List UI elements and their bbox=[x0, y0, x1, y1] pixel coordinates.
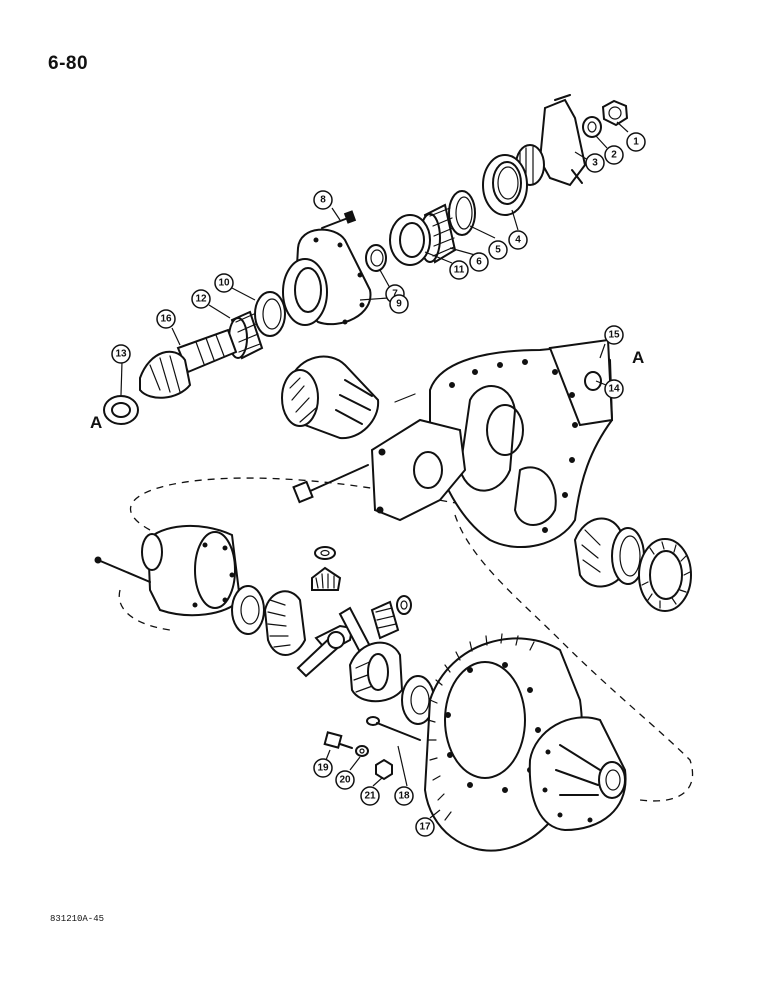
svg-text:20: 20 bbox=[339, 775, 351, 786]
svg-text:1: 1 bbox=[633, 137, 639, 148]
svg-text:4: 4 bbox=[515, 235, 521, 246]
part-pinion-cup bbox=[389, 214, 431, 266]
callout-1: 1 bbox=[626, 132, 646, 152]
callout-6: 6 bbox=[469, 252, 489, 272]
part-side-gear-left bbox=[263, 590, 307, 656]
callout-21: 21 bbox=[360, 786, 380, 806]
callout-16: 16 bbox=[156, 309, 176, 329]
part-spacer bbox=[365, 244, 387, 272]
svg-text:6: 6 bbox=[476, 257, 482, 268]
part-washer bbox=[582, 116, 602, 138]
part-pinion-carrier bbox=[282, 228, 372, 326]
callout-18: 18 bbox=[394, 786, 414, 806]
svg-text:5: 5 bbox=[495, 245, 501, 256]
svg-text:2: 2 bbox=[611, 150, 617, 161]
part-differential-case-flanged bbox=[528, 716, 627, 832]
svg-text:16: 16 bbox=[160, 314, 172, 325]
callout-15: 15 bbox=[604, 325, 624, 345]
svg-text:9: 9 bbox=[396, 299, 402, 310]
callout-9: 9 bbox=[389, 294, 409, 314]
svg-text:19: 19 bbox=[317, 763, 329, 774]
callout-5: 5 bbox=[488, 240, 508, 260]
part-carrier-bearing-right bbox=[573, 517, 645, 588]
svg-text:13: 13 bbox=[115, 349, 127, 360]
callout-11: 11 bbox=[449, 260, 469, 280]
part-lock-washer bbox=[355, 745, 369, 757]
callout-12: 12 bbox=[191, 289, 211, 309]
part-pinion-gear-top bbox=[311, 546, 342, 591]
callout-14: 14 bbox=[604, 379, 624, 399]
part-bearing-cap bbox=[292, 393, 467, 522]
part-pilot-bearing bbox=[103, 395, 139, 425]
part-adjusting-ring bbox=[638, 538, 692, 612]
part-oil-seal bbox=[482, 154, 528, 216]
callout-13: 13 bbox=[111, 344, 131, 364]
part-spider bbox=[296, 606, 374, 678]
part-differential-case-half bbox=[94, 524, 242, 617]
part-ring-gear-nut bbox=[375, 758, 393, 781]
svg-text:17: 17 bbox=[419, 822, 431, 833]
callout-20: 20 bbox=[335, 770, 355, 790]
svg-text:12: 12 bbox=[195, 294, 207, 305]
callout-2: 2 bbox=[604, 145, 624, 165]
svg-text:14: 14 bbox=[608, 384, 620, 395]
svg-text:3: 3 bbox=[592, 158, 598, 169]
figure-code: 831210A-45 bbox=[50, 914, 105, 924]
part-cap-screw bbox=[321, 210, 357, 229]
callout-19: 19 bbox=[313, 758, 333, 778]
part-bearing-cup bbox=[448, 190, 476, 236]
svg-text:10: 10 bbox=[218, 278, 230, 289]
part-thrust-washer-left bbox=[231, 585, 265, 635]
svg-text:7: 7 bbox=[392, 289, 398, 300]
callout-leaders bbox=[120, 121, 629, 819]
svg-text:11: 11 bbox=[454, 265, 465, 276]
svg-text:8: 8 bbox=[320, 195, 326, 206]
part-side-gear-right bbox=[348, 641, 404, 703]
callout-8: 8 bbox=[313, 190, 333, 210]
part-rear-cup bbox=[254, 291, 286, 337]
callout-17: 17 bbox=[415, 817, 435, 837]
reference-mark-right: A bbox=[632, 348, 644, 367]
svg-text:21: 21 bbox=[364, 791, 376, 802]
part-ring-gear-cap-screw bbox=[323, 731, 353, 749]
reference-mark-left: A bbox=[90, 413, 102, 432]
part-yoke bbox=[515, 94, 587, 187]
callout-10: 10 bbox=[214, 273, 234, 293]
part-nut bbox=[601, 99, 629, 127]
part-axle-housing bbox=[429, 338, 614, 548]
callout-4: 4 bbox=[508, 230, 528, 250]
svg-text:15: 15 bbox=[608, 330, 620, 341]
assembly-guide-lines bbox=[118, 477, 694, 802]
part-pinion-gear-right bbox=[370, 595, 412, 640]
part-bolt bbox=[366, 716, 421, 741]
callout-3: 3 bbox=[585, 153, 605, 173]
part-drive-pinion bbox=[139, 328, 238, 399]
svg-text:18: 18 bbox=[398, 791, 410, 802]
page-number: 6-80 bbox=[48, 53, 89, 74]
part-carrier-bearing-left bbox=[281, 355, 380, 440]
